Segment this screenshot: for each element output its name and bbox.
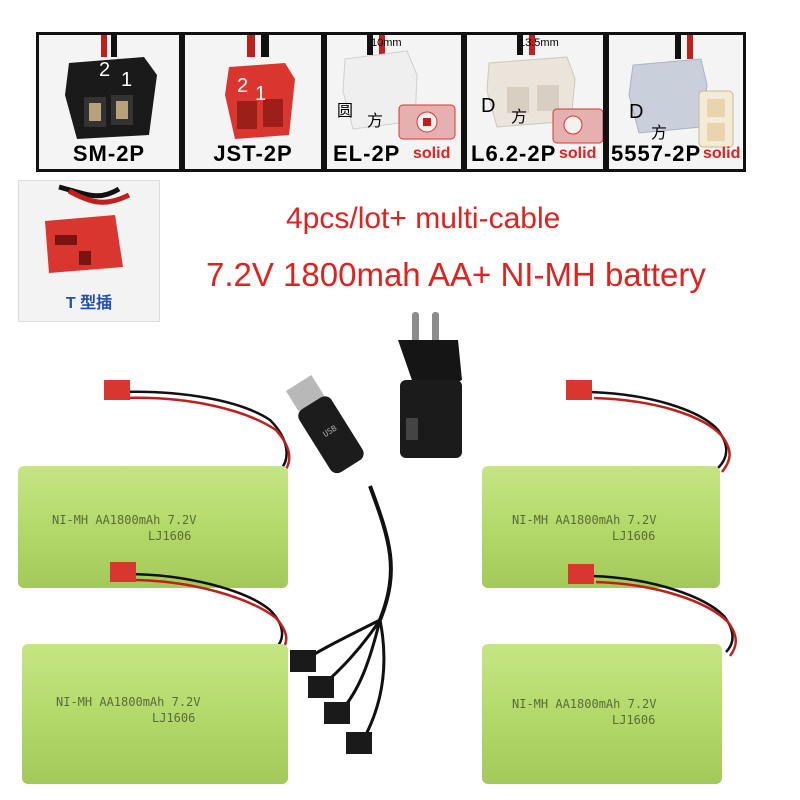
el-2p-dimension: 10mm — [371, 37, 402, 49]
wall-charger-icon — [398, 312, 462, 458]
battery-label-line-2: LJ1606 — [612, 529, 655, 543]
l62-2p-char-square: 方 — [511, 109, 528, 126]
battery-pack-bottom-right: NI-MH AA1800mAh 7.2V LJ1606 — [482, 564, 737, 784]
battery-label-line-1: NI-MH AA1800mAh 7.2V — [52, 513, 197, 527]
el-2p-label: EL-2P — [333, 141, 401, 166]
battery-pack-top-left: NI-MH AA1800mAh 7.2V LJ1606 — [18, 380, 291, 588]
el-2p-char-round: 圆 — [337, 103, 354, 120]
5557-2p-label: 5557-2P — [611, 141, 702, 166]
connector-panel-sm-2p: 2 1 SM-2P — [36, 32, 182, 172]
battery-label-line-1: NI-MH AA1800mAh 7.2V — [56, 695, 201, 709]
battery-body — [482, 466, 720, 588]
5557-2p-solid-tag: solid — [703, 145, 741, 162]
battery-label-line-2: LJ1606 — [152, 711, 195, 725]
battery-pack-bottom-left: NI-MH AA1800mAh 7.2V LJ1606 — [22, 562, 288, 784]
battery-body — [482, 644, 722, 784]
t-plug-panel: T 型插 — [18, 180, 160, 322]
connector-strip: 2 1 SM-2P 2 1 JST-2P 10mm 圆 方 solid EL-2… — [36, 32, 746, 172]
el-2p-char-square: 方 — [367, 113, 384, 130]
battery-body — [22, 644, 288, 784]
battery-label-line-2: LJ1606 — [612, 713, 655, 727]
connector-panel-l62-2p: 13.5mm D 方 solid L6.2-2P — [464, 32, 606, 172]
headline-line-1: 4pcs/lot+ multi-cable — [286, 202, 561, 235]
sm-2p-pin-2: 2 — [99, 59, 111, 81]
el-2p-connector-icon — [342, 35, 456, 140]
battery-pack-top-right: NI-MH AA1800mAh 7.2V LJ1606 — [482, 380, 731, 588]
battery-label-line-1: NI-MH AA1800mAh 7.2V — [512, 513, 657, 527]
5557-2p-char-square: 方 — [651, 125, 668, 142]
l62-2p-label: L6.2-2P — [471, 141, 557, 166]
connector-panel-el-2p: 10mm 圆 方 solid EL-2P — [324, 32, 464, 172]
battery-label-line-2: LJ1606 — [148, 529, 191, 543]
l62-2p-char-d: D — [481, 95, 496, 117]
connector-panel-5557-2p: D 方 solid 5557-2P — [606, 32, 746, 172]
l62-2p-connector-icon — [486, 35, 603, 144]
5557-2p-char-d: D — [629, 101, 644, 123]
headline-line-2: 7.2V 1800mah AA+ NI-MH battery — [206, 256, 706, 293]
l62-2p-solid-tag: solid — [559, 145, 597, 162]
l62-2p-dimension: 13.5mm — [519, 37, 559, 49]
t-plug-label: T 型插 — [65, 295, 113, 312]
sm-2p-pin-1: 1 — [121, 69, 133, 91]
sm-2p-connector-icon — [65, 35, 157, 139]
el-2p-solid-tag: solid — [413, 145, 451, 162]
t-plug-connector-icon — [45, 184, 131, 273]
jst-2p-connector-icon — [225, 35, 295, 139]
usb-cable-icon: USB — [285, 375, 393, 754]
battery-body — [18, 466, 288, 588]
jst-2p-pin-1: 1 — [255, 83, 267, 105]
5557-2p-connector-icon — [628, 35, 734, 148]
sm-2p-label: SM-2P — [72, 141, 146, 166]
jst-2p-label: JST-2P — [213, 141, 293, 166]
jst-2p-pin-2: 2 — [237, 75, 249, 97]
connector-panel-jst-2p: 2 1 JST-2P — [182, 32, 324, 172]
battery-label-line-1: NI-MH AA1800mAh 7.2V — [512, 697, 657, 711]
